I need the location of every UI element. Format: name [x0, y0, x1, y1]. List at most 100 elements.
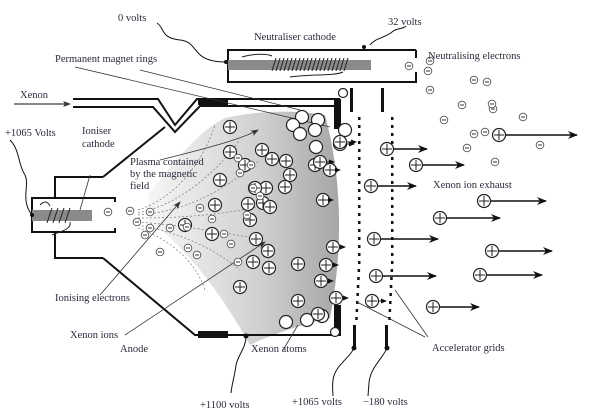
grid-aperture-dot: [356, 293, 359, 296]
label-cathode: cathode: [82, 139, 115, 150]
electron: [404, 61, 414, 71]
label-xenon: Xenon: [20, 90, 49, 101]
electron: [145, 207, 155, 217]
grid-aperture-dot: [391, 125, 394, 128]
electron: [145, 223, 155, 233]
grid-aperture-dot: [391, 253, 394, 256]
xenon-ion: [379, 141, 395, 157]
label-neutraliser-cathode: Neutraliser cathode: [254, 32, 336, 43]
label-32-volts: 32 volts: [388, 17, 422, 28]
front-pole-bottom: [334, 305, 341, 336]
label-plus-1065-volts-bottom: +1065 volts: [292, 397, 342, 408]
grid-aperture-dot: [358, 237, 361, 240]
grid-aperture-dot: [358, 229, 361, 232]
electron: [226, 239, 236, 249]
grid-aperture-dot: [358, 245, 361, 248]
front-pole-top: [334, 99, 341, 129]
electron: [155, 247, 165, 257]
grid-aperture-dot: [391, 173, 394, 176]
wire-anode: [230, 335, 247, 394]
label-xenon-ion-exhaust: Xenon ion exhaust: [433, 180, 512, 191]
neutraliser-coil: [241, 53, 349, 78]
grid-aperture-dot: [358, 181, 361, 184]
xenon-ion: [432, 210, 448, 226]
grid-aperture-dot: [358, 213, 361, 216]
grid-aperture-dot: [390, 269, 394, 272]
grid-aperture-dot: [391, 181, 394, 184]
grid-aperture-dot: [356, 285, 360, 288]
grid-aperture-dot: [355, 317, 358, 320]
grid-aperture-dot: [358, 221, 361, 224]
electron: [423, 66, 433, 76]
grid-aperture-dot: [358, 253, 361, 256]
neutraliser-heater-bar: [228, 60, 371, 70]
electron: [242, 210, 252, 220]
electron: [439, 115, 449, 125]
grid-aperture-dot: [390, 261, 394, 264]
xenon-atom: [337, 87, 349, 99]
grid-aperture-dot: [388, 309, 392, 312]
electron: [487, 99, 497, 109]
xenon-ion: [240, 196, 256, 212]
electron: [233, 153, 243, 163]
electron: [183, 243, 193, 253]
grid-aperture-dot: [391, 141, 394, 144]
xenon-ion: [278, 153, 294, 169]
label-neutralising-electrons: Neutralising electrons: [428, 51, 520, 62]
wire-zero-volts: [156, 22, 227, 63]
grid-1-post-bottom: [353, 325, 356, 347]
xenon-ion: [310, 306, 326, 322]
xenon-ion: [248, 231, 264, 247]
grid-aperture-dot: [358, 117, 361, 120]
xenon-ion: [363, 178, 379, 194]
electron: [125, 206, 135, 216]
xenon-atom: [308, 139, 324, 155]
label-xenon-ions: Xenon ions: [70, 330, 118, 341]
electron: [246, 160, 256, 170]
grid-aperture-dot: [358, 149, 361, 152]
electron: [140, 230, 150, 240]
xenon-atom: [278, 314, 294, 330]
grid-aperture-dot: [391, 117, 394, 120]
xenon-ion: [425, 299, 441, 315]
electron: [192, 250, 202, 260]
grid-aperture-dot: [391, 205, 394, 208]
electron: [195, 203, 205, 213]
xenon-atom: [292, 126, 308, 142]
xenon-ion: [332, 134, 348, 150]
xenon-feed-pipe: [73, 98, 340, 134]
label-anode: Anode: [120, 344, 148, 355]
grid-aperture-dot: [391, 213, 394, 216]
xenon-ion: [408, 157, 424, 173]
xenon-ion: [364, 293, 380, 309]
grid-aperture-dot: [390, 277, 393, 280]
grid-aperture-dot: [358, 205, 361, 208]
xenon-ion: [476, 193, 492, 209]
grid-aperture-dot: [358, 157, 361, 160]
xenon-ion: [290, 256, 306, 272]
xenon-ion: [315, 192, 331, 208]
label-plasma-line1: Plasma contained: [130, 157, 205, 168]
grid-aperture-dot: [391, 189, 394, 192]
label-plasma-line2: by the magnetic: [130, 169, 197, 180]
label-accelerator-grids: Accelerator grids: [432, 343, 505, 354]
xenon-ion: [325, 239, 341, 255]
xenon-ion: [484, 243, 500, 259]
accelerator-grid-1: [355, 117, 361, 320]
grid-aperture-dot: [391, 197, 394, 200]
label-ionising-electrons: Ionising electrons: [55, 293, 130, 304]
xenon-atom: [329, 326, 341, 338]
xenon-ion: [282, 167, 298, 183]
grid-aperture-dot: [391, 165, 394, 168]
label-plus-1065-volts: +1065 Volts: [5, 128, 56, 139]
electron: [469, 75, 479, 85]
label-plasma-line3: field: [130, 181, 150, 192]
electron: [255, 191, 265, 201]
xenon-ion: [328, 290, 344, 306]
xenon-ion: [232, 279, 248, 295]
electron: [425, 56, 435, 66]
label-plus-1100-volts: +1100 volts: [200, 400, 250, 411]
label-ioniser: Ioniser: [82, 126, 112, 137]
